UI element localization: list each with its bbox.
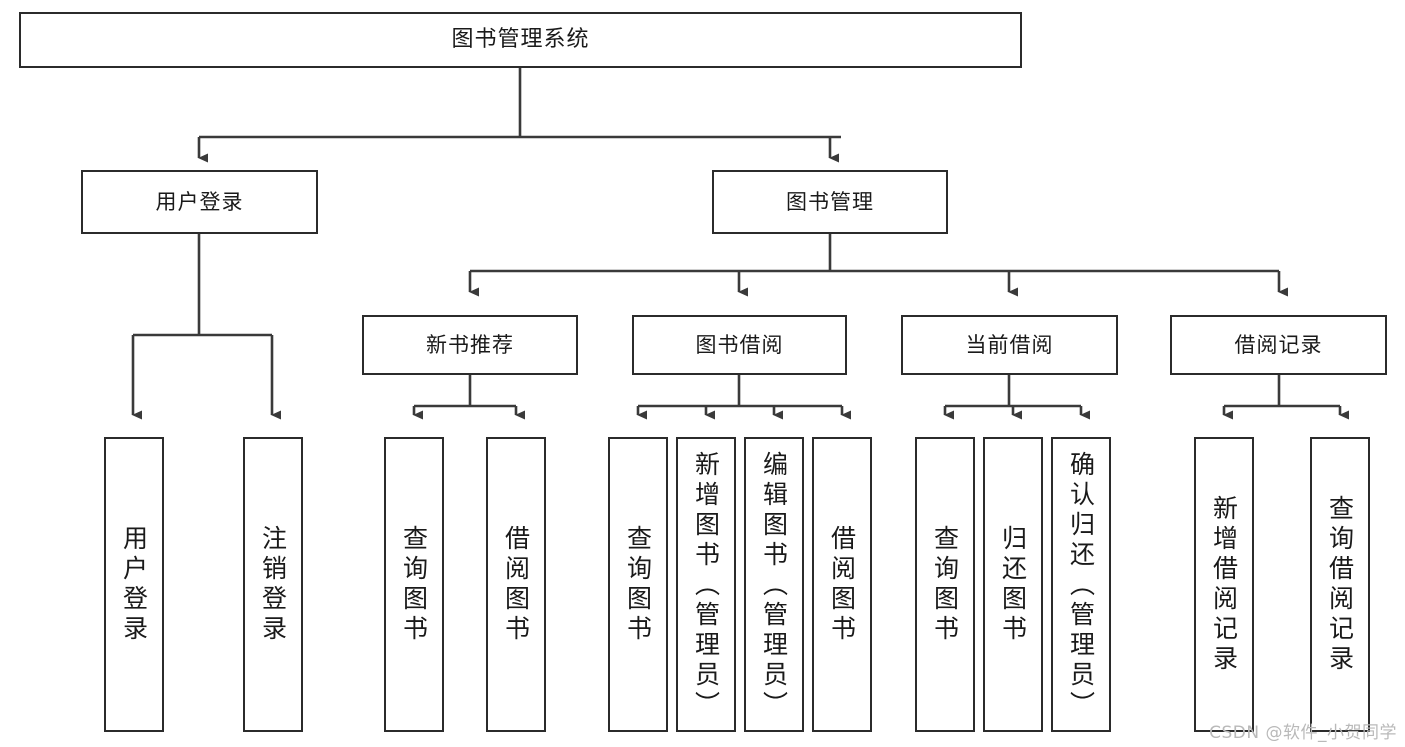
node-label: 用户登录 <box>155 189 244 214</box>
node-label: 查询借阅记录 <box>1325 494 1355 675</box>
node-leaf-edit-book-admin[interactable]: 编辑图书（管理员） <box>744 437 804 732</box>
node-leaf-query-borrow-record[interactable]: 查询借阅记录 <box>1310 437 1370 732</box>
node-label: 确认归还（管理员） <box>1066 450 1096 721</box>
node-book-borrow[interactable]: 图书借阅 <box>632 315 847 375</box>
node-label: 借阅记录 <box>1234 332 1323 357</box>
node-label: 当前借阅 <box>965 332 1054 357</box>
node-label: 查询图书 <box>399 524 429 645</box>
watermark-text: CSDN @软件_小贺同学 <box>1209 723 1397 743</box>
node-leaf-query-book-recommend[interactable]: 查询图书 <box>384 437 444 732</box>
node-label: 借阅图书 <box>827 524 857 645</box>
node-leaf-return-book[interactable]: 归还图书 <box>983 437 1043 732</box>
node-leaf-query-book-current[interactable]: 查询图书 <box>915 437 975 732</box>
node-label: 注销登录 <box>258 524 288 645</box>
node-book-management[interactable]: 图书管理 <box>712 170 948 234</box>
node-label: 图书管理系统 <box>451 27 590 53</box>
node-label: 图书借阅 <box>695 332 784 357</box>
node-label: 用户登录 <box>119 524 149 645</box>
node-label: 新书推荐 <box>426 332 514 357</box>
node-current-borrow[interactable]: 当前借阅 <box>901 315 1118 375</box>
node-leaf-borrow-book[interactable]: 借阅图书 <box>812 437 872 732</box>
node-label: 查询图书 <box>623 524 653 645</box>
node-label: 编辑图书（管理员） <box>759 450 789 721</box>
node-label: 新增借阅记录 <box>1209 494 1239 675</box>
node-label: 图书管理 <box>786 189 874 214</box>
node-label: 归还图书 <box>998 524 1028 645</box>
node-label: 查询图书 <box>930 524 960 645</box>
node-label: 新增图书（管理员） <box>691 450 721 721</box>
node-leaf-query-book-borrow[interactable]: 查询图书 <box>608 437 668 732</box>
node-leaf-logout[interactable]: 注销登录 <box>243 437 303 732</box>
node-root-book-management-system[interactable]: 图书管理系统 <box>19 12 1022 68</box>
node-label: 借阅图书 <box>501 524 531 645</box>
node-leaf-user-login[interactable]: 用户登录 <box>104 437 164 732</box>
node-borrow-record[interactable]: 借阅记录 <box>1170 315 1387 375</box>
node-user-login[interactable]: 用户登录 <box>81 170 318 234</box>
node-leaf-add-book-admin[interactable]: 新增图书（管理员） <box>676 437 736 732</box>
node-leaf-add-borrow-record[interactable]: 新增借阅记录 <box>1194 437 1254 732</box>
node-leaf-confirm-return-admin[interactable]: 确认归还（管理员） <box>1051 437 1111 732</box>
node-new-book-recommend[interactable]: 新书推荐 <box>362 315 578 375</box>
node-leaf-borrow-book-recommend[interactable]: 借阅图书 <box>486 437 546 732</box>
